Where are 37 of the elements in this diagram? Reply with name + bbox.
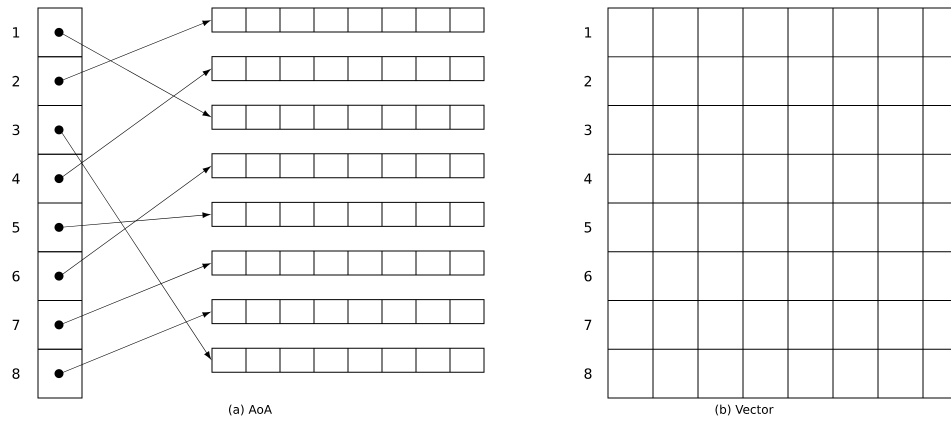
caption: (b) Vector [716,404,774,416]
array-row [212,348,484,373]
array-row [212,104,484,130]
row-number: 4 [12,174,20,184]
arrow [60,69,211,179]
row-number: 1 [585,27,592,38]
row-number: 2 [12,76,20,86]
pointer-cell [38,56,82,106]
array-row [212,56,484,82]
pointer-cell [38,154,82,204]
pointer-cell [38,300,82,350]
array-row [212,153,484,178]
row-number: 1 [13,27,20,38]
row-number: 7 [584,320,592,330]
row-number: 8 [584,368,592,379]
pointer-cell [38,251,82,301]
row-number: 8 [12,368,20,379]
pointer-cell [38,202,82,252]
arrow [60,166,211,276]
row-number: 3 [584,124,592,136]
row-number: 4 [584,174,592,184]
row-number: 2 [584,76,592,86]
row-number: 5 [584,222,592,233]
row-number: 5 [12,222,20,233]
array-row [212,250,484,276]
array-row [212,202,484,227]
row-number: 6 [584,270,592,282]
arrow [60,130,212,360]
pointer-cell [38,105,82,155]
pointer-cell [38,8,82,58]
pointer-cell [38,348,82,398]
array-row [212,299,484,324]
caption: (a) AoA [229,404,272,416]
array-row [212,8,484,32]
row-number: 3 [12,124,20,136]
row-number: 7 [12,320,20,330]
row-number: 6 [12,270,20,282]
